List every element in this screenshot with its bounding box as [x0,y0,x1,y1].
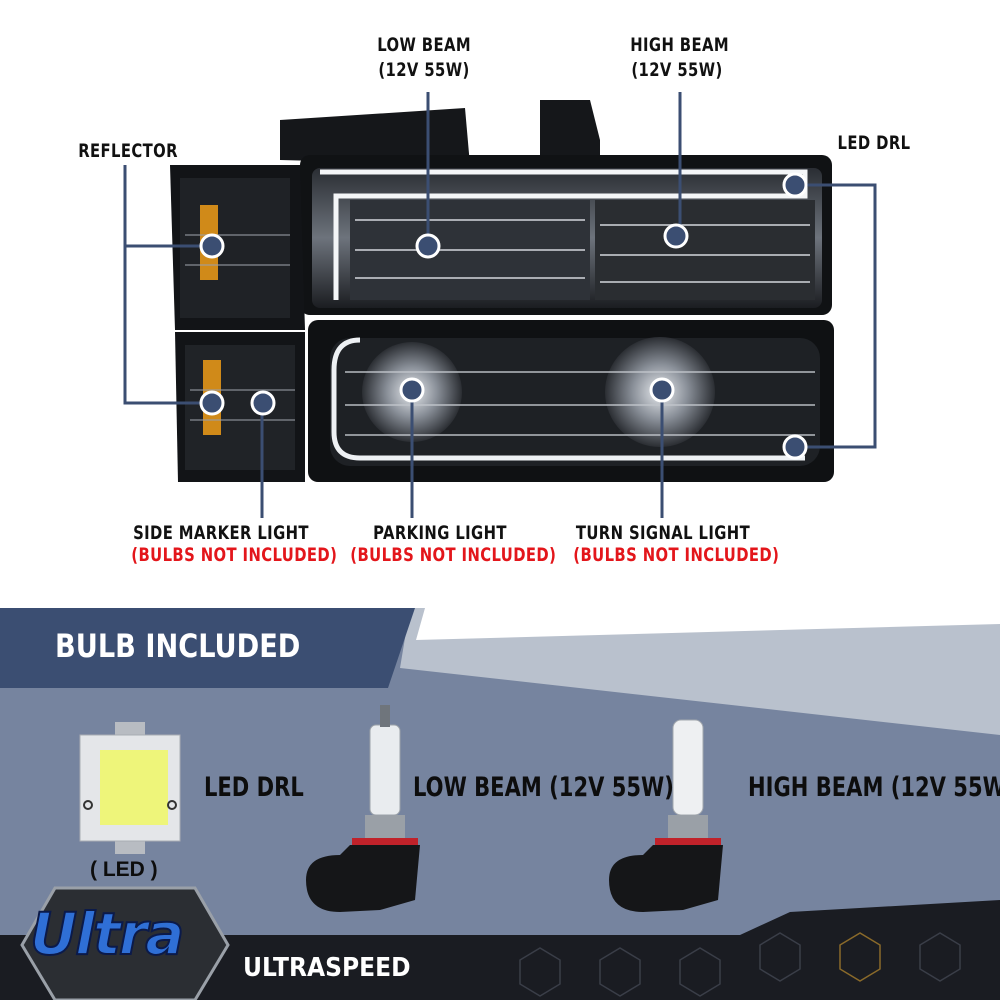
reflector-label: REFLECTOR [78,140,178,162]
high-beam-label: HIGH BEAM (12V 55W) [630,34,729,81]
led-drl-bulb-label: LED DRL [204,772,304,803]
high-beam-bulb-label: HIGH BEAM (12V 55W) [748,772,1000,803]
high-beam-bulb-image [609,719,723,912]
low-beam-label: LOW BEAM (12V 55W) [377,34,471,81]
led-chip-image [79,722,181,854]
led-drl-label: LED DRL [837,132,911,154]
brand-name: ULTRASPEED [243,953,411,983]
side-marker-label: SIDE MARKER LIGHT (BULBS NOT INCLUDED) [131,522,338,566]
bulb-included-heading: BULB INCLUDED [55,627,301,665]
led-sublabel: ( LED ) [90,858,158,881]
turn-signal-label: TURN SIGNAL LIGHT (BULBS NOT INCLUDED) [573,522,780,566]
low-beam-bulb-label: LOW BEAM (12V 55W) [413,772,674,803]
low-beam-bulb-image [306,705,420,912]
ultra-logo: Ultra [29,899,185,969]
parking-light-label: PARKING LIGHT (BULBS NOT INCLUDED) [350,522,557,566]
